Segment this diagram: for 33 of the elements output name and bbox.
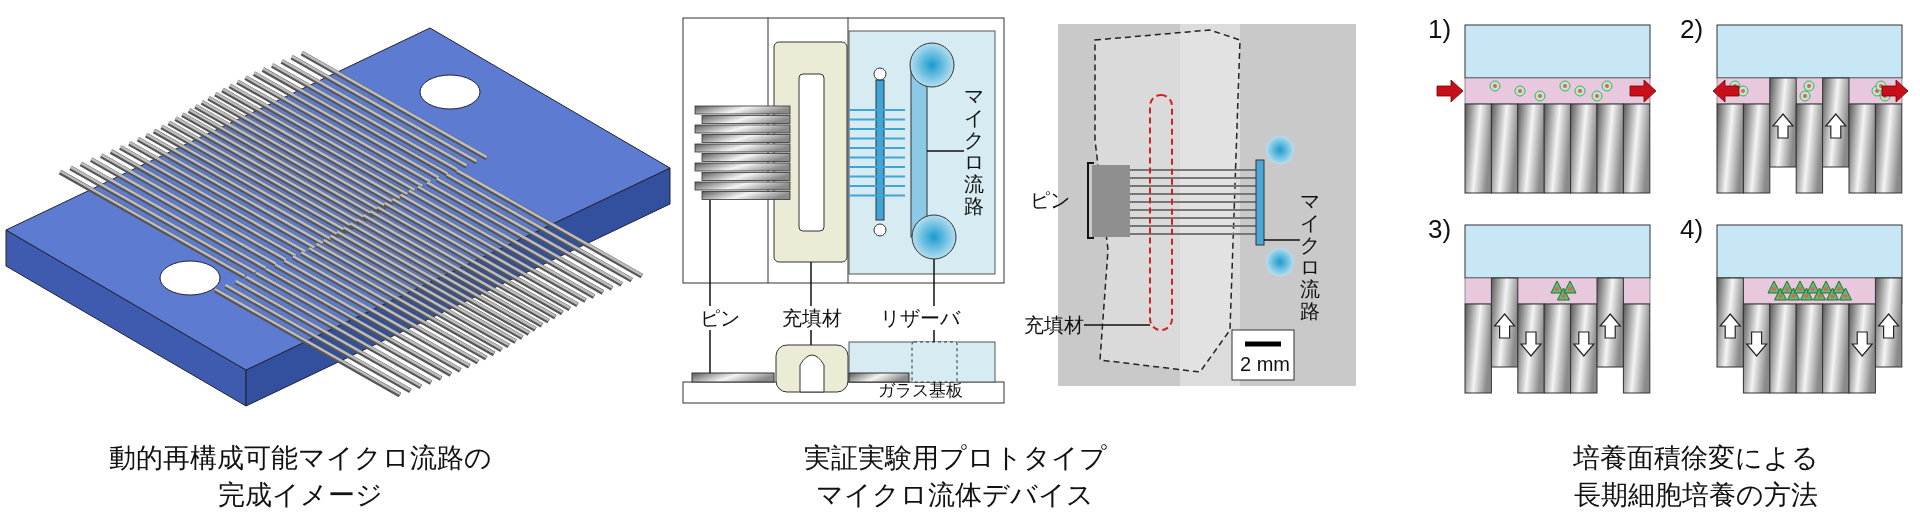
step-number: 1) (1428, 14, 1452, 44)
leader-line (709, 199, 711, 307)
leader-line (1263, 239, 1301, 241)
step-number: 3) (1428, 214, 1452, 244)
leader-line (1083, 324, 1151, 326)
part-label: ピン (1030, 188, 1070, 212)
leader-line (709, 329, 711, 374)
reservoir (911, 341, 958, 383)
leader-line (810, 329, 812, 346)
reservoir (911, 214, 957, 260)
filler (775, 344, 849, 393)
part-label: 充填材 (1024, 313, 1084, 337)
channel-label: マイクロ流路 (964, 85, 985, 217)
filler-outline (1149, 94, 1173, 331)
caption: 動的再構成可能マイクロ流路の完成イメージ (107, 442, 493, 512)
pin (691, 372, 775, 383)
leader-line (810, 261, 812, 307)
substrate-label: ガラス基板 (878, 381, 963, 401)
pin-bundle (694, 105, 791, 200)
part-label: 充填材 (782, 306, 842, 330)
leader-line (933, 329, 935, 343)
caption: 実証実験用プロトタイプマイクロ流体デバイス (802, 442, 1108, 512)
part-label: リザーバ (880, 306, 960, 330)
caption: 培養面積徐変による長期細胞培養の方法 (1572, 442, 1820, 512)
part-label: ピン (700, 306, 740, 330)
channel (1255, 159, 1265, 246)
leader-line (926, 150, 965, 152)
leader-line (933, 258, 935, 307)
step-number: 2) (1680, 14, 1704, 44)
scale-label: 2 mm (1240, 352, 1290, 376)
channel-label: マイクロ流路 (1300, 190, 1321, 322)
step-number: 4) (1680, 214, 1704, 244)
filler-frame (773, 41, 848, 263)
